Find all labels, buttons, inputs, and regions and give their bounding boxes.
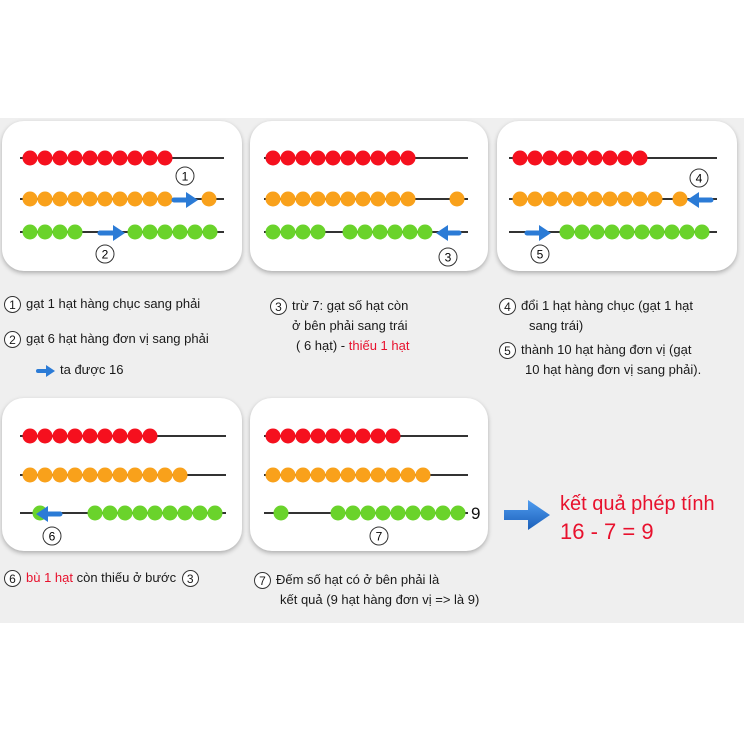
caption-text: ta được 16 <box>60 362 124 377</box>
orange-beads <box>22 191 217 207</box>
orange-beads <box>512 191 688 207</box>
caption-step-4: 4 đổi 1 hạt hàng chục (gạt 1 hạt sang trá… <box>499 296 693 336</box>
caption-text: còn thiếu ở bước <box>73 570 180 585</box>
step-6-marker: 6 <box>42 526 62 546</box>
abacus-panel-step-6: 6 <box>2 398 242 551</box>
caption-step-7: 7 Đếm số hạt có ở bên phải là kết quả (9 … <box>254 570 479 610</box>
caption-step-3: 3 trừ 7: gạt số hạt còn ở bên phải sang t… <box>270 296 409 356</box>
abacus-step-1-2: 1 2 <box>20 150 224 264</box>
caption-line: Đếm số hạt có ở bên phải là <box>276 572 440 587</box>
step-7-marker: 7 <box>369 526 389 546</box>
caption-line: kết quả (9 hạt hàng đơn vị => là 9) <box>280 592 480 607</box>
caption-step-6: 6 bù 1 hạt còn thiếu ở bước 3 <box>4 570 204 588</box>
big-arrow-right-icon <box>504 500 550 530</box>
caption-text: gạt 1 hạt hàng chục sang phải <box>26 296 201 311</box>
abacus-step-6: 6 <box>20 428 226 546</box>
caption-line: trừ 7: gạt số hạt còn <box>292 298 409 313</box>
step-number: 1 <box>4 296 21 314</box>
green-beads <box>559 224 710 240</box>
arrow-right-icon <box>36 364 55 377</box>
tens-beads <box>265 428 401 444</box>
svg-text:1: 1 <box>182 170 189 184</box>
caption-line: 10 hạt hàng đơn vị sang phải). <box>525 362 702 377</box>
tens-beads <box>22 150 173 166</box>
abacus-step-7: 9 7 <box>264 428 480 546</box>
abacus-step-4-5: 4 5 <box>509 150 717 264</box>
svg-text:6: 6 <box>49 530 56 544</box>
svg-text:2: 2 <box>102 248 109 262</box>
step-2-marker: 2 <box>95 244 115 264</box>
caption-line: thành 10 hạt hàng đơn vị (gạt <box>521 342 692 357</box>
caption-step-2: 2 gạt 6 hạt hàng đơn vị sang phải <box>4 331 209 349</box>
green-beads <box>273 505 466 521</box>
abacus-panel-step-4-5: 4 5 <box>497 121 737 271</box>
caption-step-1: 1 gạt 1 hạt hàng chục sang phải <box>4 296 201 314</box>
step-number: 4 <box>499 298 516 316</box>
arrow-right-icon <box>97 225 125 241</box>
abacus-step-3: 3 <box>264 150 468 267</box>
orange-beads <box>265 191 465 207</box>
tens-beads <box>265 150 416 166</box>
caption-highlight: thiếu 1 hạt <box>348 338 410 353</box>
orange-beads <box>265 467 431 483</box>
green-beads <box>265 224 433 240</box>
svg-text:5: 5 <box>537 248 544 262</box>
arrow-left-icon <box>36 506 63 522</box>
arrow-left-icon <box>687 192 714 208</box>
step-1-marker: 1 <box>175 166 195 186</box>
caption-line: đổi 1 hạt hàng chục (gạt 1 hạt <box>521 298 694 313</box>
caption-text: gạt 6 hạt hàng đơn vị sang phải <box>26 331 209 346</box>
svg-text:7: 7 <box>376 530 383 544</box>
arrow-left-icon <box>436 225 462 241</box>
step-number: 5 <box>499 342 516 360</box>
caption-step-5: 5 thành 10 hạt hàng đơn vị (gạt 10 hạt hà… <box>499 340 701 380</box>
result-text: kết quả phép tính 16 - 7 = 9 <box>560 490 715 546</box>
svg-text:4: 4 <box>696 172 703 186</box>
abacus-panel-step-1-2: 1 2 <box>2 121 242 271</box>
result-line-2: 16 - 7 = 9 <box>560 519 654 544</box>
step-3-marker: 3 <box>438 247 458 267</box>
caption-highlight: bù 1 hạt <box>26 570 73 585</box>
step-number: 3 <box>181 570 199 588</box>
caption-line: sang trái) <box>529 318 584 333</box>
step-number: 3 <box>270 298 287 316</box>
caption-line: ở bên phải sang trái <box>292 318 408 333</box>
green-beads <box>22 224 218 240</box>
svg-text:3: 3 <box>445 251 452 265</box>
result-digit: 9 <box>471 504 480 523</box>
step-number: 7 <box>254 572 271 590</box>
result-line-1: kết quả phép tính <box>560 493 715 515</box>
arrow-right-icon <box>171 192 198 208</box>
tens-beads <box>512 150 648 166</box>
arrow-right-icon <box>524 225 551 241</box>
caption-line: ( 6 hạt) - <box>296 338 349 353</box>
step-4-marker: 4 <box>689 168 709 188</box>
step-5-marker: 5 <box>530 244 550 264</box>
abacus-panel-step-3: 3 <box>250 121 488 271</box>
tens-beads <box>22 428 158 444</box>
caption-result-16: ta được 16 <box>36 362 123 378</box>
step-number: 6 <box>4 570 21 588</box>
step-number: 2 <box>4 331 21 349</box>
abacus-panel-step-7: 9 7 <box>250 398 488 551</box>
orange-beads <box>22 467 188 483</box>
